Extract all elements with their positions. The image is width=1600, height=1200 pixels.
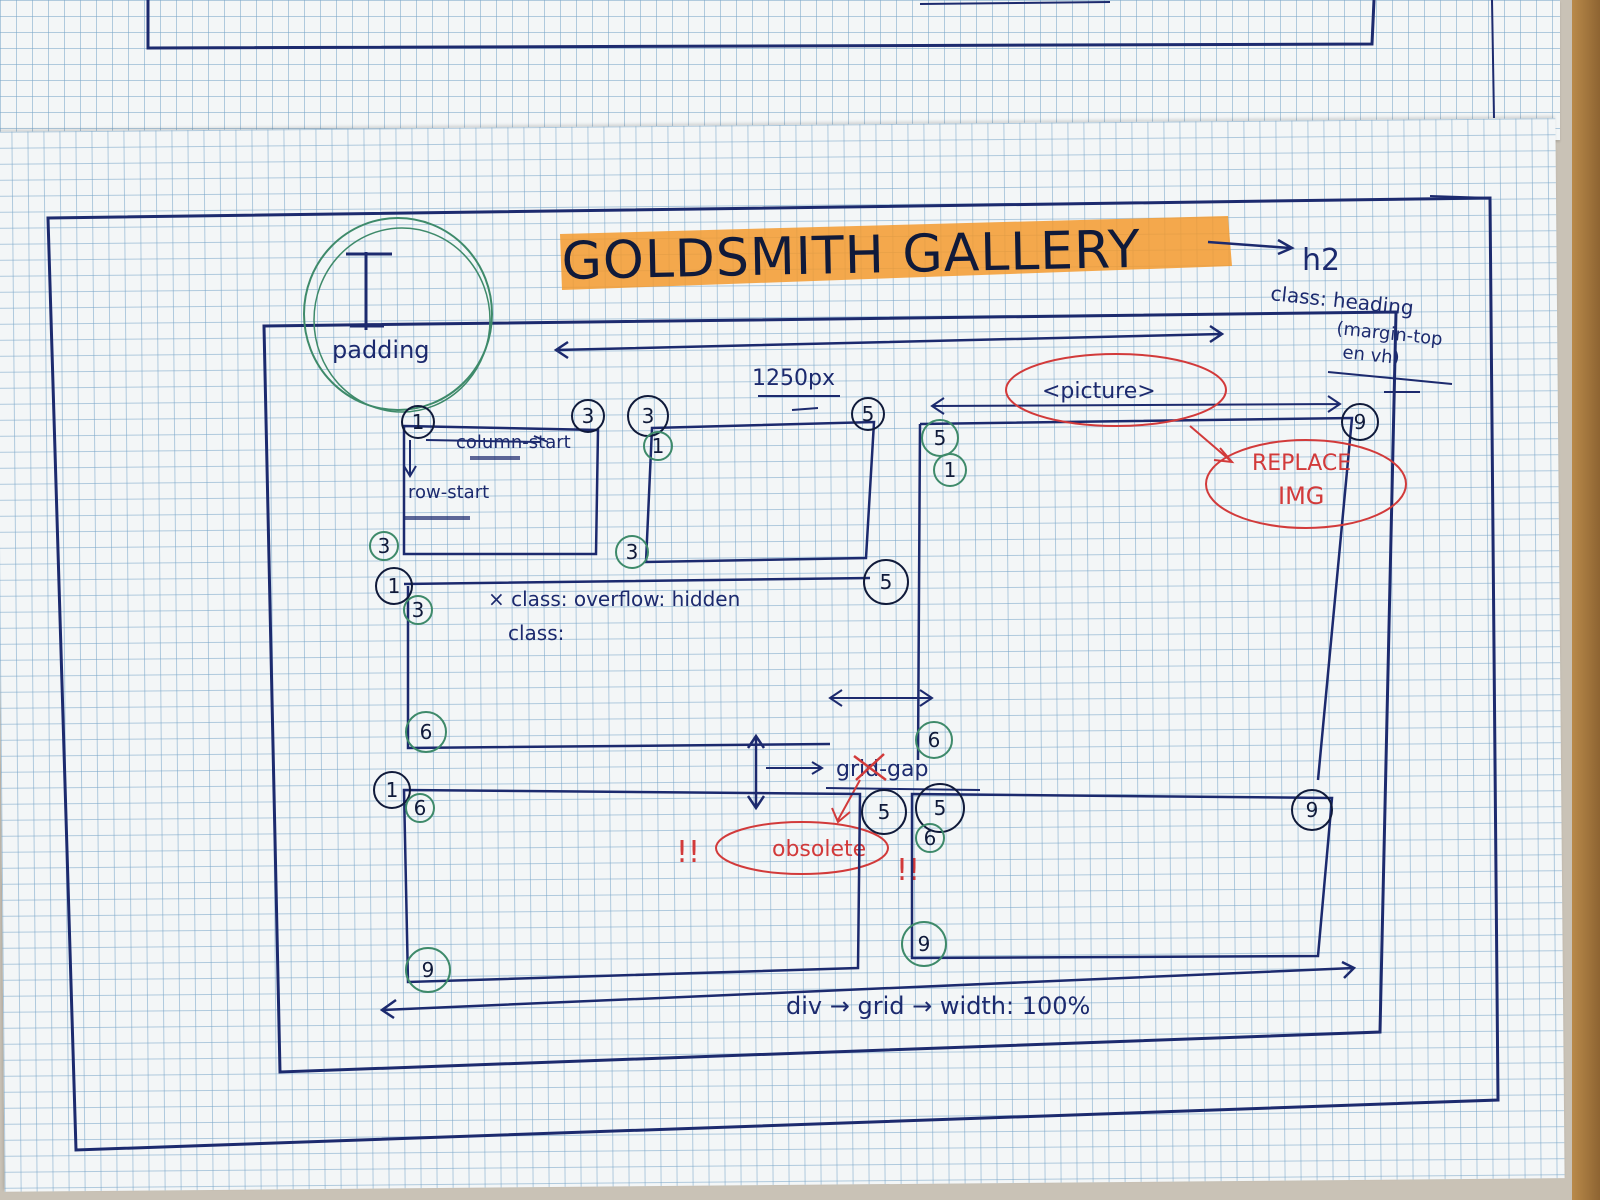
row-start-label: row-start	[408, 482, 489, 503]
line-marker: 3	[627, 395, 669, 437]
width-label-underline	[758, 395, 840, 411]
full-width-arrow	[379, 960, 1357, 1020]
grid-tile-1	[402, 424, 600, 556]
svg-text:3: 3	[626, 540, 639, 564]
line-marker: 3	[403, 595, 433, 625]
line-marker: 3	[369, 531, 399, 561]
grid-tile-2	[644, 420, 876, 564]
grid-tile-3	[403, 576, 871, 750]
width-arrow	[553, 324, 1225, 360]
padding-circle	[303, 217, 493, 411]
title-note-underline	[1327, 371, 1453, 393]
line-marker: 3	[571, 399, 605, 433]
title-arrow	[1207, 238, 1295, 256]
inner-container	[262, 310, 1398, 1074]
picture-label: <picture>	[1042, 379, 1156, 404]
line-marker: 9	[1341, 403, 1379, 441]
gap-horizontal-arrow	[828, 689, 934, 707]
grid-line-markers: 1 3 3 1 5 3 3 5 1 9 1 3 5 6 6 1 6 5 5 6 …	[369, 395, 1379, 993]
replace-label-1: REPLACE	[1252, 451, 1351, 476]
replace-arrow	[1189, 425, 1235, 464]
svg-text:6: 6	[928, 728, 941, 752]
line-marker: 9	[1291, 789, 1333, 831]
svg-text:6: 6	[414, 796, 427, 820]
line-marker: 6	[405, 793, 435, 823]
gap-pointer-arrow	[766, 761, 824, 775]
line-marker: 9	[901, 921, 947, 967]
page-title: GOLDSMITH GALLERY	[561, 220, 1141, 292]
overflow-note: × class: overflow: hidden	[488, 587, 740, 611]
svg-text:6: 6	[924, 826, 937, 850]
svg-text:1: 1	[944, 458, 957, 482]
svg-text:9: 9	[918, 932, 931, 956]
svg-text:1: 1	[386, 778, 399, 802]
grid-tile-bottom-right	[910, 792, 1334, 960]
line-marker: 1	[933, 453, 967, 487]
obsolete-label: obsolete	[772, 837, 866, 862]
svg-text:1: 1	[652, 434, 665, 458]
title-highlight	[560, 216, 1232, 290]
previous-page-edge	[1491, 0, 1495, 119]
crossed-out-scribbles	[404, 456, 520, 520]
line-marker: 1	[373, 771, 411, 809]
line-marker: 3	[615, 535, 649, 569]
class-note: class:	[508, 621, 564, 645]
line-marker: 1	[643, 431, 673, 461]
svg-text:3: 3	[412, 598, 425, 622]
previous-page-mark	[919, 1, 1111, 5]
svg-text:5: 5	[934, 426, 947, 450]
line-marker: 5	[861, 789, 907, 835]
exclaim-right: !!	[896, 853, 920, 888]
grid-tile-bottom-left	[402, 788, 862, 984]
title-tag-label: h2	[1302, 243, 1340, 278]
grid-note: div → grid → width: 100%	[786, 992, 1090, 1020]
svg-text:5: 5	[878, 800, 891, 824]
svg-text:6: 6	[420, 720, 433, 744]
svg-text:1: 1	[412, 410, 425, 434]
svg-text:9: 9	[1306, 798, 1319, 822]
obsolete-circle	[715, 821, 889, 875]
line-marker: 9	[405, 947, 451, 993]
line-marker: 5	[921, 419, 959, 457]
column-start-label: column-start	[456, 432, 571, 453]
svg-text:5: 5	[862, 402, 875, 426]
line-marker: 5	[851, 397, 885, 431]
svg-text:1: 1	[388, 574, 401, 598]
replace-label-2: IMG	[1278, 482, 1324, 510]
grid-tile-1-arrows	[403, 435, 549, 478]
svg-text:9: 9	[422, 958, 435, 982]
previous-page-box	[146, 0, 1376, 50]
line-marker: 5	[863, 559, 909, 605]
replace-circle	[1205, 439, 1407, 529]
svg-text:9: 9	[1354, 410, 1367, 434]
svg-text:5: 5	[880, 570, 893, 594]
paper-sheet-top	[0, 0, 1560, 140]
outer-frame-tick	[1429, 195, 1491, 199]
padding-dimension-mark	[346, 252, 392, 330]
wooden-table-edge	[1572, 0, 1600, 1200]
width-label: 1250px	[752, 366, 835, 391]
picture-width-arrow	[930, 395, 1342, 415]
gap-cross-out	[853, 753, 887, 781]
picture-circle	[1005, 353, 1227, 427]
svg-text:3: 3	[582, 404, 595, 428]
outer-frame	[46, 196, 1500, 1152]
title-margin-note-2: en vh)	[1341, 342, 1400, 369]
line-marker: 6	[405, 711, 447, 753]
padding-circle-2	[313, 227, 491, 413]
line-marker: 1	[401, 405, 435, 439]
line-marker: 6	[915, 823, 945, 853]
line-marker: 6	[915, 721, 953, 759]
line-marker: 1	[375, 567, 413, 605]
exclaim-left: !!	[676, 835, 700, 870]
svg-text:3: 3	[642, 404, 655, 428]
line-marker: 5	[915, 783, 965, 833]
svg-text:5: 5	[934, 796, 947, 820]
padding-label: padding	[332, 336, 430, 364]
obsolete-arrow	[831, 779, 861, 824]
gap-vertical-arrow	[746, 733, 766, 811]
svg-text:3: 3	[378, 534, 391, 558]
